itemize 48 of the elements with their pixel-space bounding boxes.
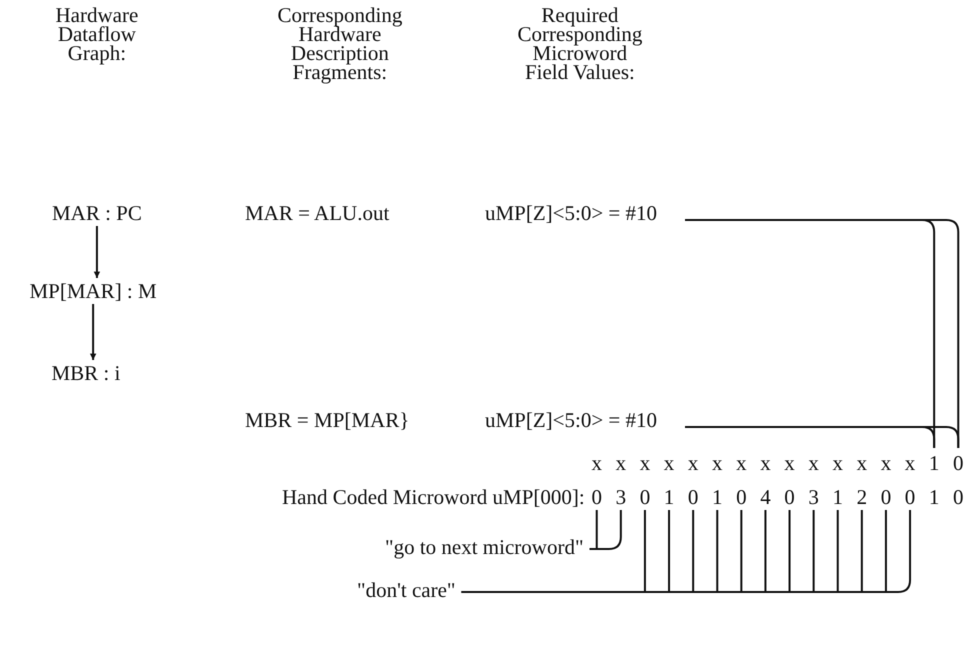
- row-label: Hand Coded Microword uMP[000]:: [282, 486, 585, 508]
- microword-digit: 0: [688, 486, 698, 508]
- microword-digit: 4: [760, 486, 771, 508]
- bit-pattern-char: x: [808, 452, 819, 474]
- bit-pattern-char: x: [760, 452, 771, 474]
- bit-pattern-char: x: [832, 452, 843, 474]
- microword-digit: 1: [712, 486, 722, 508]
- bit-pattern-char: x: [880, 452, 892, 474]
- microword-digit: 0: [784, 486, 795, 508]
- microword-digit: 2: [856, 486, 868, 508]
- graph-node-text: MAR : PC: [52, 202, 142, 224]
- field-value-text: uMP[Z]<5:0> = #10: [485, 409, 658, 431]
- column-heading: Required Corresponding Microword Field Values:: [518, 6, 642, 82]
- arrow: [94, 226, 100, 278]
- bit-pattern-char: x: [592, 452, 602, 474]
- bit-pattern-char: x: [856, 452, 868, 474]
- column-heading: Hardware Dataflow Graph:: [56, 6, 138, 63]
- code-fragment: MBR = MP[MAR}: [245, 409, 410, 431]
- bit-pattern-char: 0: [953, 452, 964, 474]
- bit-pattern-char: x: [664, 452, 674, 474]
- graph-node-text: MBR : i: [52, 362, 120, 384]
- leader-line: [590, 510, 622, 550]
- microword-digit: 1: [832, 486, 843, 508]
- microword-digit: 0: [640, 486, 650, 508]
- bit-pattern-char: 1: [928, 452, 940, 474]
- bit-pattern-char: x: [640, 452, 650, 474]
- arrow: [90, 304, 96, 360]
- annotation-text: "don't care": [357, 579, 456, 601]
- field-value-text: uMP[Z]<5:0> = #10: [485, 202, 658, 224]
- microword-digit: 3: [808, 486, 819, 508]
- microword-digit: 0: [592, 486, 602, 508]
- microword-digit: 3: [616, 486, 626, 508]
- microword-digit: 0: [736, 486, 747, 508]
- microword-digit: 0: [880, 486, 892, 508]
- column-heading: Corresponding Hardware Description Fragments:: [278, 6, 402, 82]
- annotation-text: "go to next microword": [385, 536, 584, 558]
- microword-digit: 1: [928, 486, 940, 508]
- bit-pattern-char: x: [904, 452, 916, 474]
- code-fragment: MAR = ALU.out: [245, 202, 390, 224]
- bit-pattern-char: x: [616, 452, 626, 474]
- microword-digit: 0: [953, 486, 964, 508]
- microword-digit: 0: [904, 486, 916, 508]
- bit-pattern-char: x: [736, 452, 747, 474]
- bit-pattern-char: x: [712, 452, 722, 474]
- bit-pattern-char: x: [688, 452, 698, 474]
- graph-node-text: MP[MAR] : M: [30, 280, 157, 302]
- microword-digit: 1: [664, 486, 674, 508]
- bit-pattern-char: x: [784, 452, 795, 474]
